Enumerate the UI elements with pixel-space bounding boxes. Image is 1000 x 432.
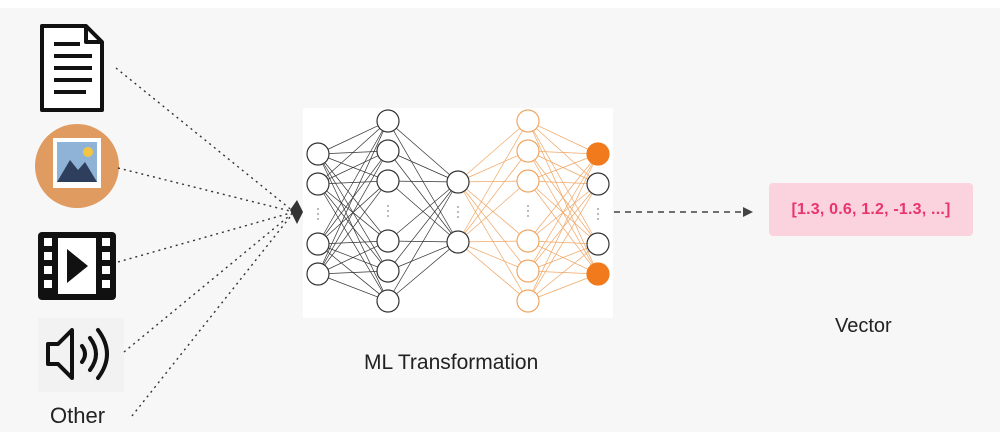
network-edge (387, 150, 459, 243)
ellipsis-dot (527, 205, 529, 207)
ellipsis-dot (597, 213, 599, 215)
network-node (376, 229, 400, 253)
ellipsis-dot (527, 215, 529, 217)
network-node (376, 259, 400, 283)
network-edge (527, 183, 599, 302)
network-edge (387, 241, 459, 302)
network-node (376, 109, 400, 133)
network-edge (387, 150, 459, 183)
network-edge (527, 150, 599, 155)
ellipsis-dot (597, 218, 599, 220)
network-edge (317, 150, 389, 275)
network-node (376, 139, 400, 163)
ellipsis-dot (317, 208, 319, 210)
ellipsis-dot (317, 213, 319, 215)
ellipsis-dot (387, 205, 389, 207)
network-node (446, 230, 470, 254)
network-edge (457, 120, 529, 183)
ml-transformation-label: ML Transformation (364, 351, 539, 374)
network-edge (387, 241, 459, 272)
network-edge (457, 180, 529, 243)
vector-label: Vector (835, 315, 892, 337)
network-edge (387, 120, 459, 183)
highlighted-output-node (586, 262, 610, 286)
network-edge (457, 241, 529, 302)
network-edge (527, 180, 599, 185)
network-edge (317, 120, 389, 155)
vector-output-box: [1.3, 0.6, 1.2, -1.3, ...] (769, 183, 973, 236)
network-node (446, 170, 470, 194)
network-node (306, 232, 330, 256)
input-connector-lines (115, 67, 295, 417)
highlighted-output-node (586, 142, 610, 166)
network-edge (457, 150, 529, 243)
ellipsis-dot (457, 211, 459, 213)
junction-marker (290, 200, 303, 224)
network-node (586, 232, 610, 256)
network-panel (303, 108, 613, 318)
ellipsis-dot (597, 208, 599, 210)
top-strip (0, 0, 1000, 8)
network-node (306, 142, 330, 166)
network-node (516, 229, 540, 253)
network-edge (317, 180, 389, 275)
ellipsis-dot (387, 215, 389, 217)
network-edge (527, 243, 599, 272)
video-icon (38, 232, 116, 300)
network-node (376, 289, 400, 313)
network-node (516, 169, 540, 193)
network-edges (317, 120, 599, 302)
network-node (516, 139, 540, 163)
network-edge (527, 120, 599, 155)
network-edge (527, 153, 599, 182)
network-node (306, 172, 330, 196)
output-arrow (614, 207, 753, 217)
network-node (306, 262, 330, 286)
ellipsis-dot (527, 210, 529, 212)
network-edge (317, 240, 389, 275)
other-label: Other (50, 403, 106, 428)
network-edge (457, 181, 529, 272)
network-edge (387, 181, 459, 272)
network-edge (527, 153, 599, 272)
ellipsis-dot (457, 216, 459, 218)
network-edge (317, 120, 389, 275)
vector-value: [1.3, 0.6, 1.2, -1.3, ...] (791, 200, 951, 218)
network-node (516, 109, 540, 133)
network-edge (317, 273, 389, 302)
network-edge (317, 120, 389, 245)
network-edge (317, 270, 389, 275)
network-node (586, 172, 610, 196)
network-edge (317, 150, 389, 185)
network-edge (387, 181, 459, 242)
network-edge (387, 181, 459, 302)
ellipsis-dot (457, 206, 459, 208)
network-node (516, 259, 540, 283)
network-edge (527, 153, 599, 302)
network-edge (457, 150, 529, 183)
network-edge (317, 240, 389, 245)
network-node (516, 289, 540, 313)
ellipsis-dot (387, 210, 389, 212)
network-edge (387, 180, 459, 183)
network-edge (457, 240, 529, 243)
network-edge (527, 273, 599, 302)
image-icon (35, 124, 119, 208)
network-edge (457, 241, 529, 272)
document-icon (40, 24, 104, 112)
network-edge (457, 120, 529, 243)
network-node (376, 169, 400, 193)
network-edge (527, 153, 599, 242)
network-edge (527, 243, 599, 302)
network-edge (317, 120, 389, 185)
network-nodes (306, 109, 610, 313)
audio-icon (38, 318, 124, 392)
ellipsis-dot (317, 218, 319, 220)
